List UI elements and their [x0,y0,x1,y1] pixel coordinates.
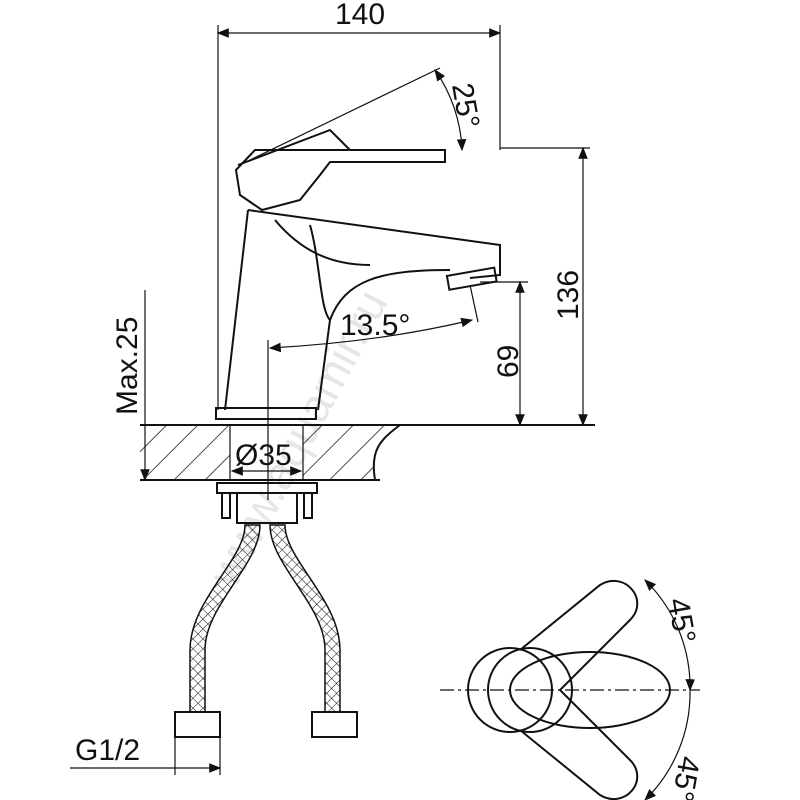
handle-angle-bottom-label: 45° [665,754,705,800]
spout-height-label: 69 [492,345,525,378]
spout-angle-label: 13.5° [340,309,410,342]
countertop-section: Ø35 Max.25 [111,290,595,482]
hole-diameter-label: Ø35 [235,439,292,472]
lever-angle-dimension: 25° [249,67,485,161]
width-dimension: 140 [216,0,502,410]
lever-angle-label: 25° [445,80,485,130]
faucet-side-view [215,128,501,420]
handle-angle-top-label: 45° [661,595,701,645]
mounting-and-hoses: G1/2 [70,482,358,775]
faucet-top-view: 45° 45° [440,579,706,800]
width-label: 140 [335,0,385,31]
height-dimensions: 136 69 [480,146,590,427]
max-thickness-label: Max.25 [111,317,144,415]
height-label: 136 [552,270,585,320]
thread-label: G1/2 [75,734,140,767]
